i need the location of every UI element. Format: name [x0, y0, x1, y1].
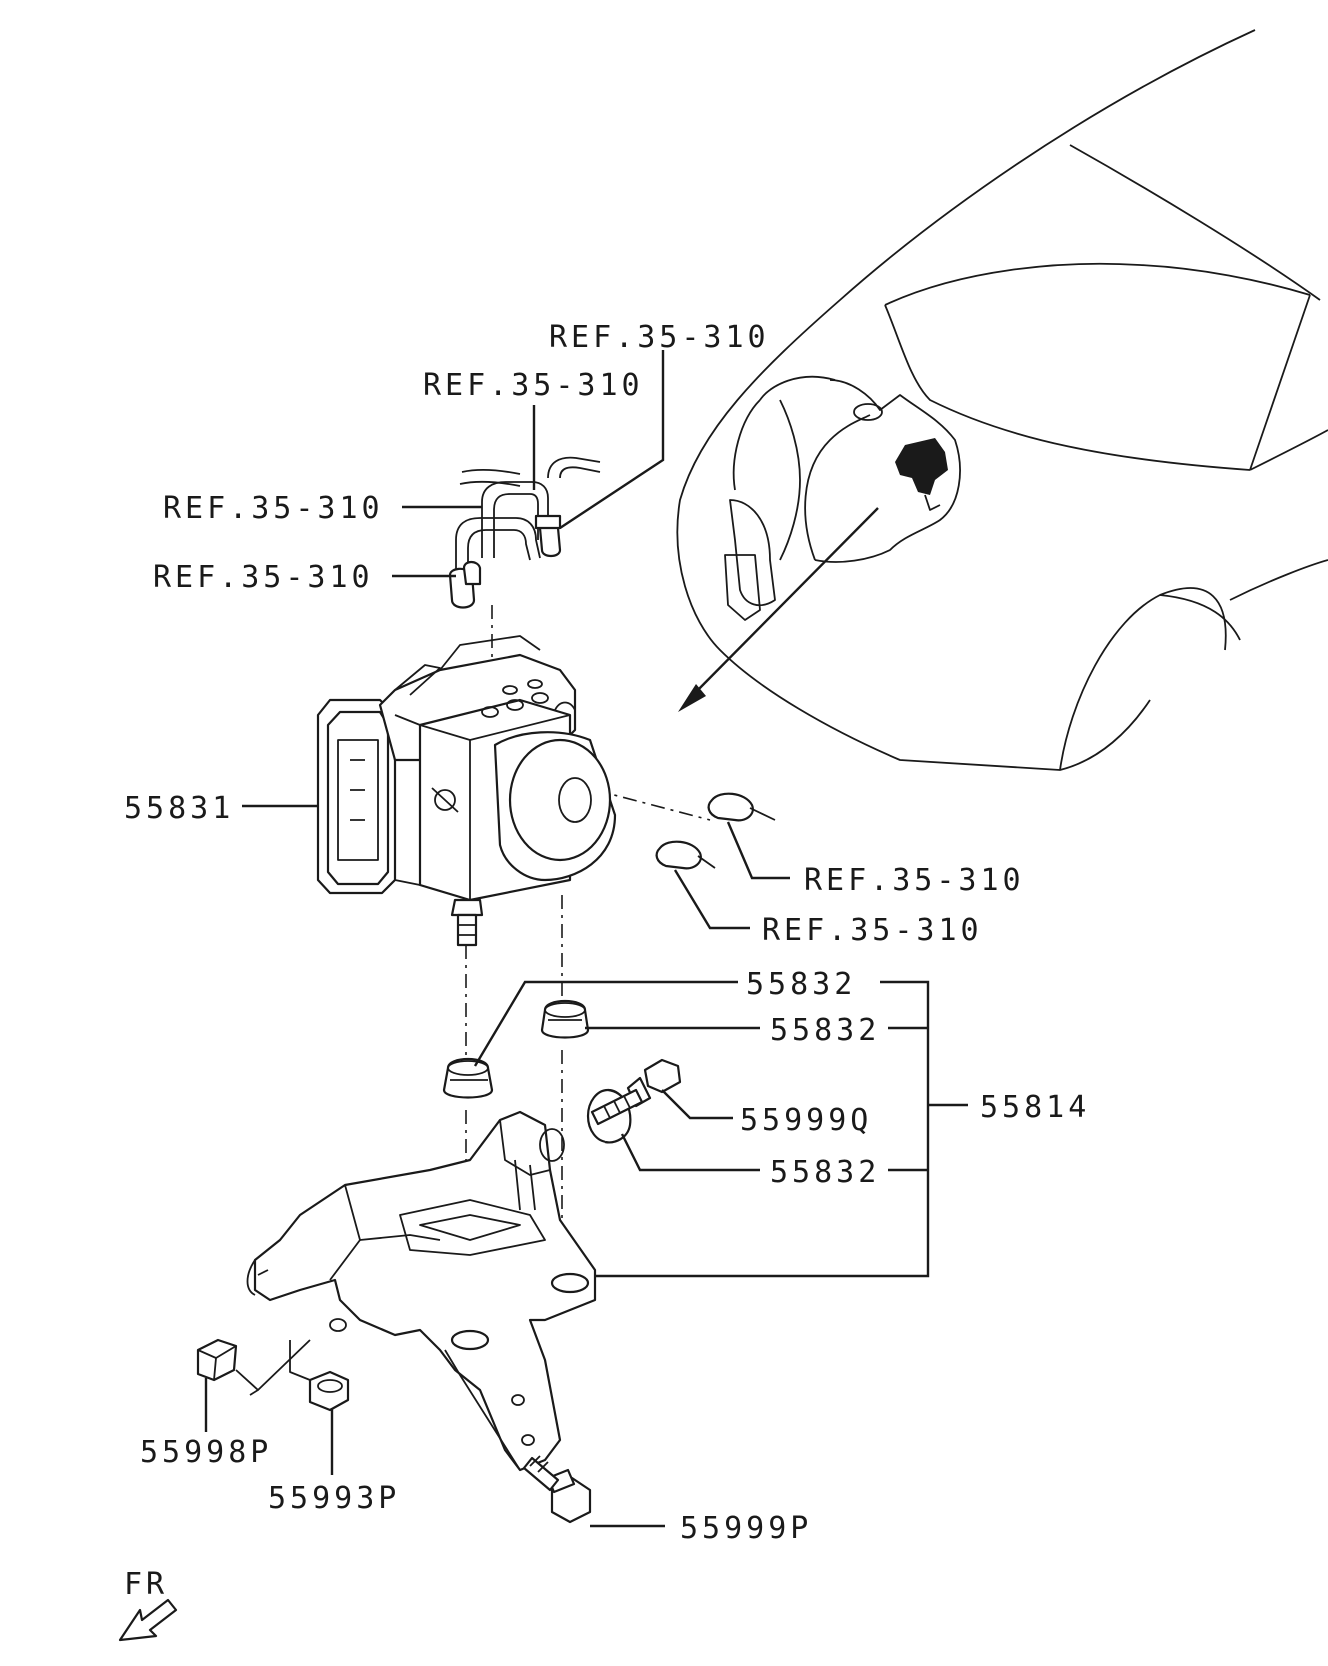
- label-bolt-p: 55999P: [680, 1511, 812, 1546]
- label-ref-second: REF.35-310: [423, 368, 644, 403]
- bracket-55814: [246, 1110, 597, 1472]
- car-outline: [676, 29, 1328, 771]
- label-mount-c: 55832: [770, 1155, 880, 1190]
- label-hydraulic-unit: 55831: [124, 791, 234, 826]
- label-nut: 55993P: [268, 1481, 400, 1516]
- label-bolt-q: 55999Q: [740, 1103, 872, 1138]
- label-ref-fourth: REF.35-310: [153, 560, 374, 595]
- mount-insulator-left: [442, 1057, 494, 1099]
- label-mount-a: 55832: [746, 967, 856, 1002]
- label-ref-right-upper: REF.35-310: [804, 863, 1025, 898]
- clip-55998p: [196, 1338, 311, 1396]
- label-ref-right-lower: REF.35-310: [762, 913, 983, 948]
- mount-insulator-upper: [540, 999, 590, 1039]
- label-mount-b: 55832: [770, 1013, 880, 1048]
- label-ref-top: REF.35-310: [549, 320, 770, 355]
- pipe-fittings-right: [655, 792, 776, 870]
- bolt-55999p: [522, 1455, 592, 1524]
- leader-lines: [204, 350, 968, 1528]
- brake-pipes: [448, 456, 601, 609]
- front-direction-arrow-icon: [118, 1598, 178, 1642]
- location-arrow-icon: [678, 507, 879, 712]
- nut-55993p: [289, 1340, 350, 1412]
- hydraulic-unit-55831: [316, 635, 617, 947]
- label-ref-third: REF.35-310: [163, 491, 384, 526]
- bolt-55999q: [590, 1058, 682, 1126]
- label-clip: 55998P: [140, 1435, 272, 1470]
- label-bracket-assy: 55814: [980, 1090, 1090, 1125]
- label-direction: FR: [124, 1567, 168, 1602]
